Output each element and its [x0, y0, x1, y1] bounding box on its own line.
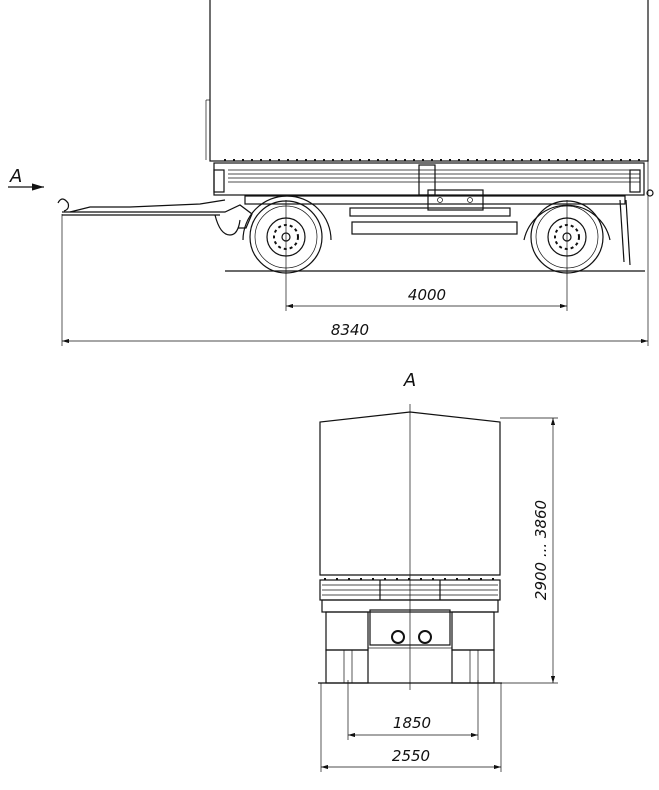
- chassis-frame: [244, 189, 631, 266]
- track-value: 1850: [393, 714, 431, 732]
- side-view: A: [8, 0, 654, 346]
- cargo-body-sides: [213, 162, 654, 197]
- front-wheel: [242, 195, 332, 274]
- dimension-height: 2900 ... 3860: [500, 417, 558, 684]
- wheelbase-value: 4000: [408, 286, 446, 304]
- view-direction-arrow: A: [8, 166, 44, 191]
- overall-length-value: 8340: [331, 321, 369, 339]
- canopy-side: [205, 0, 649, 162]
- dimension-overall-length: 8340: [61, 160, 649, 346]
- drawbar: [57, 198, 253, 236]
- canopy-front: [319, 411, 501, 576]
- front-view-title: A: [403, 370, 416, 391]
- dimension-wheelbase: 4000: [285, 200, 568, 311]
- overall-width-value: 2550: [392, 747, 430, 765]
- view-arrow-label: A: [9, 166, 22, 187]
- body-front: [319, 579, 501, 684]
- dimension-track: 1850: [347, 680, 479, 740]
- height-value: 2900 ... 3860: [532, 500, 550, 600]
- dimension-overall-width: 2550: [320, 683, 502, 772]
- front-view: A: [318, 370, 558, 772]
